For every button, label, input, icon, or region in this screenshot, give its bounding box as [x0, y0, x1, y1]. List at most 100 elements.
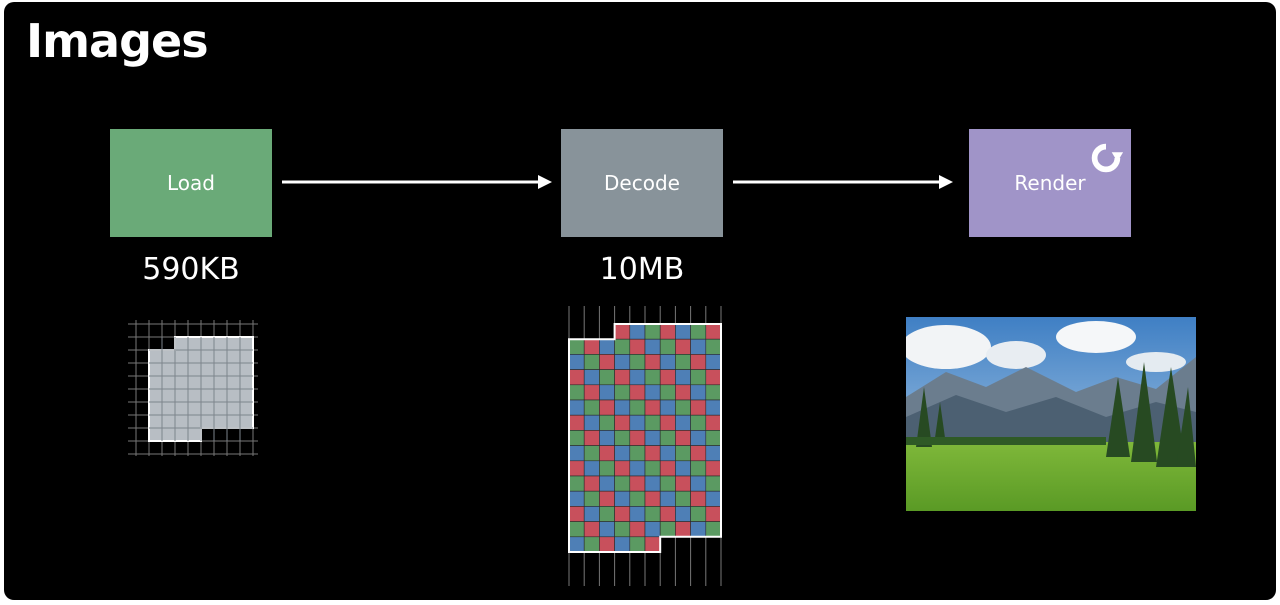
pixel-cell [629, 460, 646, 477]
load-size-label: 590KB [142, 252, 240, 287]
decode-step-box: Decode [561, 129, 723, 237]
pixel-cell [690, 521, 707, 538]
pixel-cell [568, 445, 585, 462]
pixel-cell [675, 475, 691, 492]
pixel-cell [690, 445, 707, 462]
arrow-decode-to-render [733, 175, 953, 189]
pixel-cell [568, 354, 585, 370]
pixel-cell [583, 521, 600, 538]
slide: Images Load 590KB Decode 10MB Render [4, 2, 1276, 600]
pixel-cell [599, 536, 615, 553]
decode-step-label: Decode [604, 171, 680, 195]
pixel-cell [675, 460, 691, 477]
pixel-cell [659, 399, 676, 416]
pixel-cell [675, 354, 691, 370]
load-step-label: Load [167, 171, 215, 195]
pixel-cell [659, 521, 676, 538]
pixel-cell [599, 490, 615, 507]
pixel-cell [614, 369, 631, 386]
pixel-cell [568, 338, 585, 355]
pixel-cell [675, 521, 691, 538]
pixel-cell [705, 414, 722, 431]
pixel-cell [659, 490, 676, 507]
pixel-cell [614, 338, 631, 355]
pixel-cell [599, 445, 615, 462]
pixel-cell [568, 399, 585, 416]
pixel-cell [644, 399, 661, 416]
pixel-cell [705, 384, 722, 401]
pixel-cell [629, 536, 646, 553]
pixel-cell [659, 506, 676, 522]
pixel-cell [599, 369, 615, 386]
pixel-cell [705, 338, 722, 355]
pixel-cell [614, 414, 631, 431]
pixel-cell [614, 475, 631, 492]
pixel-cell [690, 399, 707, 416]
pixel-cell [614, 430, 631, 446]
pixel-cell [629, 506, 646, 522]
pixel-cell [690, 354, 707, 370]
pixel-cell [583, 506, 600, 522]
pixel-cell [599, 399, 615, 416]
pixel-cell [675, 399, 691, 416]
decoded-data-outline [568, 323, 722, 553]
pixel-cell [690, 430, 707, 446]
pixel-cell [675, 323, 691, 340]
pixel-cell [659, 384, 676, 401]
pixel-cell [614, 506, 631, 522]
pixel-cell [705, 369, 722, 386]
pixel-cell [629, 369, 646, 386]
pixel-cell [705, 475, 722, 492]
pixel-cell [705, 521, 722, 538]
pixel-cell [568, 430, 585, 446]
pixel-cell [614, 354, 631, 370]
pixel-cell [629, 521, 646, 538]
pixel-cell [644, 460, 661, 477]
pixel-cell [614, 323, 631, 340]
pixel-cell [568, 414, 585, 431]
pixel-cell [599, 460, 615, 477]
pixel-cell [690, 506, 707, 522]
pixel-cell [705, 445, 722, 462]
pixel-cell [614, 521, 631, 538]
pixel-cell [644, 323, 661, 340]
arrow-load-to-decode [282, 175, 552, 189]
render-step-box: Render [969, 129, 1131, 237]
pixel-cell [568, 460, 585, 477]
pixel-cell [659, 460, 676, 477]
pixel-cell [659, 430, 676, 446]
pixel-cell [675, 384, 691, 401]
pixel-cell [675, 506, 691, 522]
pixel-cell [599, 338, 615, 355]
pixel-cell [690, 475, 707, 492]
pixel-cell [599, 384, 615, 401]
pixel-cell [583, 414, 600, 431]
slide-title: Images [26, 14, 209, 68]
pixel-cell [629, 384, 646, 401]
pixel-cell [629, 414, 646, 431]
refresh-icon [1091, 143, 1124, 173]
pixel-cell [568, 521, 585, 538]
decode-size-label: 10MB [599, 252, 685, 287]
pixel-cell [705, 490, 722, 507]
pixel-cell [568, 506, 585, 522]
pixel-cell [644, 414, 661, 431]
pixel-cell [659, 323, 676, 340]
pixel-cell [629, 354, 646, 370]
pixel-cell [675, 445, 691, 462]
pixel-cell [629, 490, 646, 507]
pixel-cell [675, 490, 691, 507]
pixel-cell [583, 369, 600, 386]
pixel-cell [614, 445, 631, 462]
pixel-cell [629, 475, 646, 492]
pixel-cell [644, 384, 661, 401]
pixel-cell [629, 445, 646, 462]
pixel-cell [644, 354, 661, 370]
compressed-data-grid [128, 320, 258, 456]
pixel-cell [599, 430, 615, 446]
pixel-cell [644, 369, 661, 386]
pixel-cell [568, 384, 585, 401]
pixel-cell [644, 490, 661, 507]
pixel-cell [629, 323, 646, 340]
pixel-cell [599, 475, 615, 492]
